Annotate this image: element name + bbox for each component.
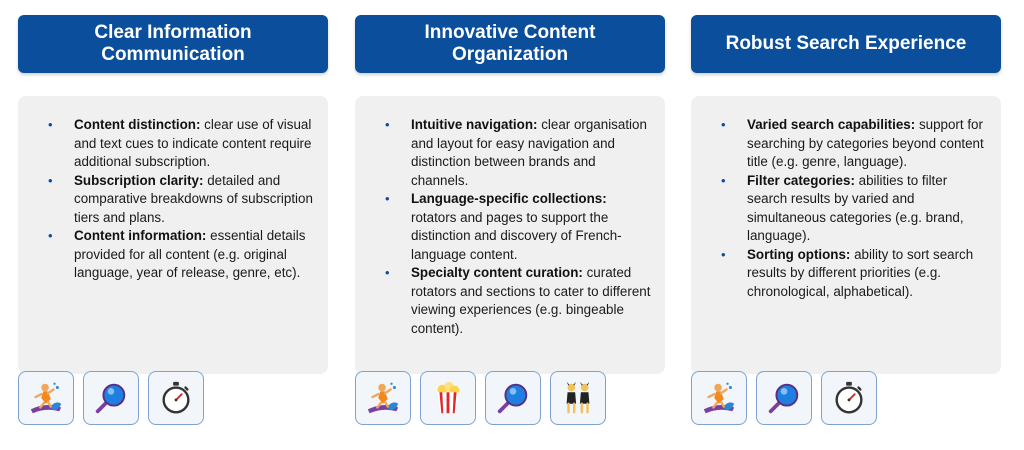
list-item: • Varied search capabilities: support for… [721,116,989,172]
point-heading: Language-specific collections: [411,191,607,206]
bullet-icon: • [385,191,390,206]
point-text: ability to sort search results by differ… [747,246,974,299]
point-text: clear organisation and layout for easy n… [411,117,647,188]
column-clear-information: Clear Information Communication • Content… [18,15,328,374]
stopwatch-icon [821,371,877,425]
list-item: • Sorting options: ability to sort search… [721,246,989,302]
point-text: support for searching by categories beyo… [747,117,984,169]
column-search-experience: Robust Search Experience • Varied search … [691,15,1001,374]
list-item: • Specialty content curation: curated rot… [385,264,653,338]
list-item: • Subscription clarity: detailed and comp… [48,172,316,228]
point-heading: Varied search capabilities: [747,117,916,132]
list-item: • Intuitive navigation: clear organisatio… [385,116,653,190]
bullet-icon: • [48,117,53,132]
bullet-icon: • [721,246,726,262]
magnifier-icon [485,371,541,425]
point-heading: Content distinction: [74,117,201,132]
point-heading: Sorting options: [747,246,851,262]
icon-row [355,371,606,425]
point-text: clear use of visual and text cues to ind… [74,117,312,169]
bullet-icon: • [48,172,53,188]
point-heading: Intuitive navigation: [411,117,538,132]
column-card: • Varied search capabilities: support for… [691,96,1001,374]
bullet-icon: • [721,172,726,188]
point-list: • Intuitive navigation: clear organisatio… [369,116,653,338]
surfer-icon [691,371,747,425]
bullet-icon: • [385,117,390,132]
magnifier-icon [83,371,139,425]
dancers-icon [550,371,606,425]
icon-row [18,371,204,425]
list-item: • Filter categories: abilities to filter … [721,172,989,246]
stopwatch-icon [148,371,204,425]
point-text: detailed and comparative breakdowns of s… [74,172,313,225]
list-item: • Language-specific collections: rotators… [385,190,653,264]
bullet-icon: • [48,228,53,243]
column-content-organization: Innovative Content Organization • Intuiti… [355,15,665,374]
point-heading: Subscription clarity: [74,172,204,188]
point-list: • Varied search capabilities: support for… [705,116,989,301]
surfer-icon [18,371,74,425]
point-list: • Content distinction: clear use of visua… [32,116,316,283]
column-card: • Content distinction: clear use of visua… [18,96,328,374]
point-heading: Content information: [74,228,207,243]
column-card: • Intuitive navigation: clear organisatio… [355,96,665,374]
magnifier-icon [756,371,812,425]
point-text: abilities to filter search results by va… [747,172,964,244]
popcorn-icon [420,371,476,425]
bullet-icon: • [385,265,390,280]
surfer-icon [355,371,411,425]
bullet-icon: • [721,117,726,132]
column-header: Innovative Content Organization [355,15,665,73]
column-header: Robust Search Experience [691,15,1001,73]
list-item: • Content distinction: clear use of visua… [48,116,316,172]
column-header: Clear Information Communication [18,15,328,73]
icon-row [691,371,877,425]
point-text: curated rotators and sections to cater t… [411,265,651,336]
point-text: rotators and pages to support the distin… [411,209,622,262]
point-heading: Filter categories: [747,172,855,188]
point-heading: Specialty content curation: [411,265,583,280]
point-text: essential details provided for all conte… [74,228,306,280]
list-item: • Content information: essential details … [48,227,316,283]
